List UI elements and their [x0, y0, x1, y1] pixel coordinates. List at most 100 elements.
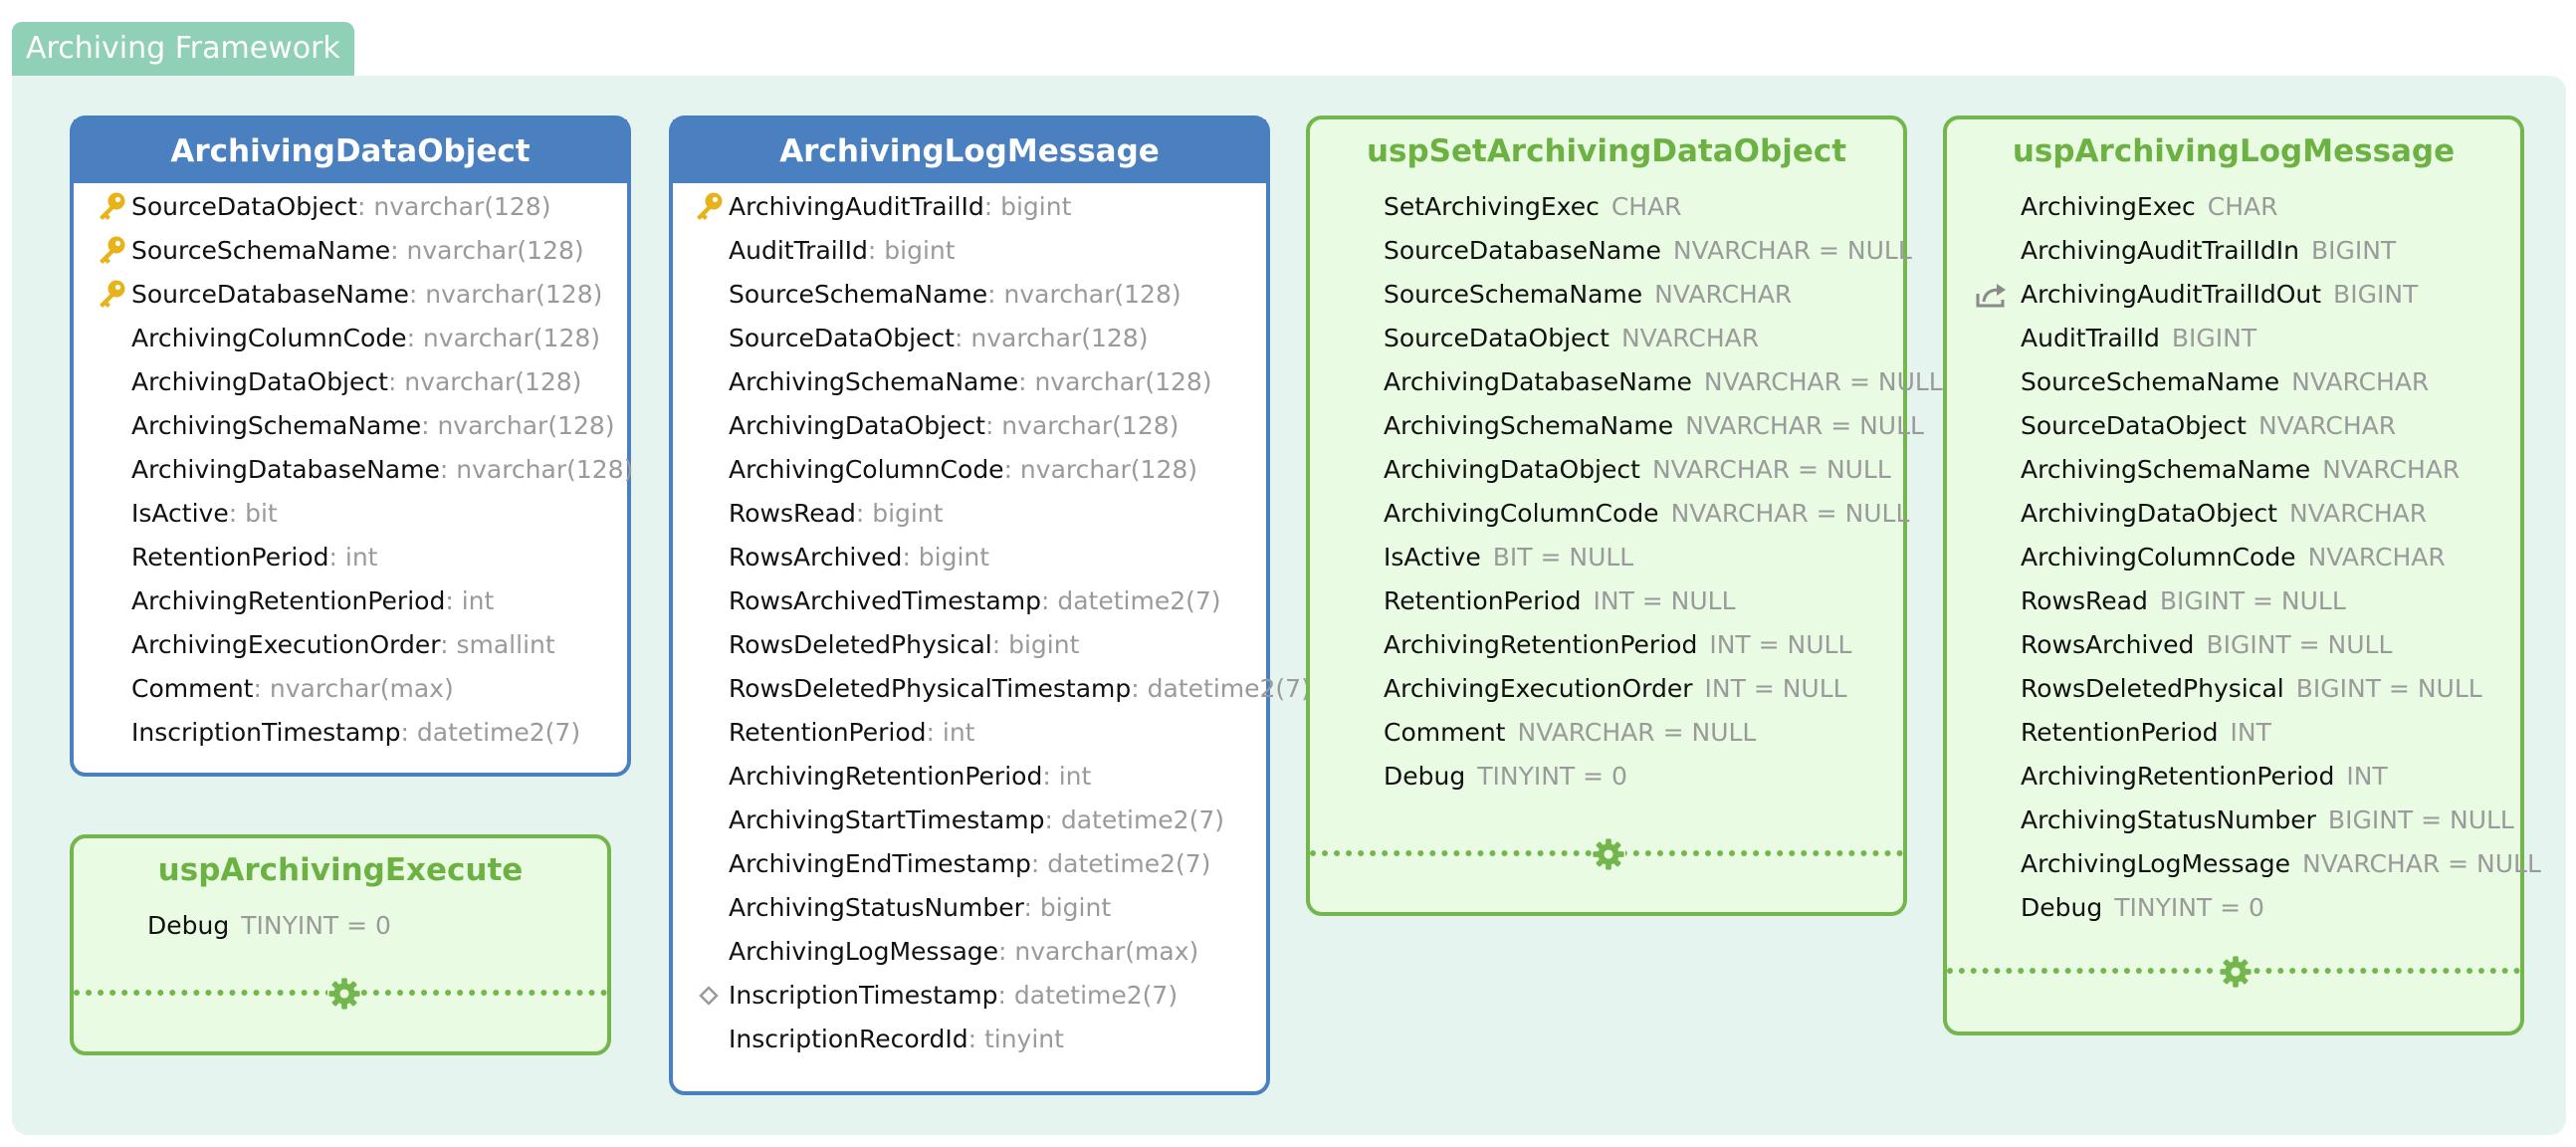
field-name: AuditTrailId	[729, 236, 868, 265]
field-row[interactable]: Comment NVARCHAR = NULL	[1310, 711, 1903, 755]
field-row[interactable]: RowsRead: bigint	[673, 492, 1266, 536]
field-row[interactable]: ArchivingRetentionPeriod: int	[673, 755, 1266, 799]
field-row[interactable]: SourceSchemaName NVARCHAR	[1947, 360, 2520, 404]
gear-icon	[327, 977, 361, 1011]
field-type: : datetime2(7)	[1030, 849, 1211, 878]
field-row[interactable]: ArchivingSchemaName NVARCHAR = NULL	[1310, 404, 1924, 448]
field-row[interactable]: SourceDataObject: nvarchar(128)	[74, 185, 627, 229]
field-row[interactable]: ArchivingColumnCode: nvarchar(128)	[74, 317, 627, 360]
field-type: NVARCHAR = NULL	[1685, 411, 1924, 440]
field-type: : nvarchar(max)	[998, 937, 1199, 966]
field-name: ArchivingColumnCode	[2021, 543, 2296, 572]
field-row[interactable]: RowsArchivedTimestamp: datetime2(7)	[673, 579, 1266, 623]
field-row[interactable]: ArchivingDatabaseName: nvarchar(128)	[74, 448, 633, 492]
field-row[interactable]: ArchivingSchemaName: nvarchar(128)	[74, 404, 627, 448]
field-row[interactable]: ArchivingDataObject: nvarchar(128)	[673, 404, 1266, 448]
field-row[interactable]: ArchivingStartTimestamp: datetime2(7)	[673, 799, 1266, 842]
field-name: ArchivingSchemaName	[2021, 455, 2311, 484]
field-type: NVARCHAR = NULL	[1517, 718, 1757, 747]
field-name: InscriptionTimestamp	[729, 981, 998, 1010]
field-row[interactable]: Comment: nvarchar(max)	[74, 667, 627, 711]
field-name: ArchivingDatabaseName	[1384, 367, 1692, 396]
table-archivinglogmessage[interactable]: ArchivingLogMessage ArchivingAuditTrailI…	[669, 115, 1311, 1095]
procedure-uspsetarchivingdataobject[interactable]: uspSetArchivingDataObject SetArchivingEx…	[1306, 115, 1943, 916]
field-row[interactable]: ArchivingExecutionOrder: smallint	[74, 623, 627, 667]
field-row[interactable]: ArchivingDataObject: nvarchar(128)	[74, 360, 627, 404]
field-type: INT = NULL	[1704, 674, 1847, 703]
field-name: ArchivingSchemaName	[729, 367, 1019, 396]
field-row[interactable]: RowsArchived: bigint	[673, 536, 1266, 579]
field-row[interactable]: ArchivingEndTimestamp: datetime2(7)	[673, 842, 1266, 886]
field-row[interactable]: InscriptionTimestamp: datetime2(7)	[74, 711, 627, 755]
table-archivingdataobject[interactable]: ArchivingDataObject SourceDataObject: nv…	[70, 115, 633, 777]
field-name: AuditTrailId	[2021, 324, 2160, 352]
field-name: SourceSchemaName	[131, 236, 391, 265]
field-name: ArchivingSchemaName	[1384, 411, 1674, 440]
field-row[interactable]: SourceSchemaName: nvarchar(128)	[673, 273, 1266, 317]
field-row[interactable]: ArchivingLogMessage: nvarchar(max)	[673, 930, 1266, 974]
field-name: SourceSchemaName	[2021, 367, 2280, 396]
field-row[interactable]: SourceDataObject: nvarchar(128)	[673, 317, 1266, 360]
field-row[interactable]: ArchivingColumnCode: nvarchar(128)	[673, 448, 1266, 492]
field-name: SourceDatabaseName	[1384, 236, 1661, 265]
field-row[interactable]: AuditTrailId: bigint	[673, 229, 1266, 273]
field-type: NVARCHAR	[2257, 411, 2397, 440]
field-name: ArchivingColumnCode	[729, 455, 1004, 484]
field-name: Comment	[1384, 718, 1506, 747]
field-row[interactable]: RetentionPeriod: int	[74, 536, 627, 579]
field-type: NVARCHAR	[2322, 455, 2461, 484]
field-row[interactable]: InscriptionRecordId: tinyint	[673, 1018, 1266, 1061]
field-type: NVARCHAR	[2291, 367, 2430, 396]
field-row[interactable]: InscriptionTimestamp: datetime2(7)	[673, 974, 1266, 1018]
field-name: RetentionPeriod	[131, 543, 329, 572]
field-type: : nvarchar(128)	[987, 280, 1181, 309]
field-row[interactable]: SourceSchemaName: nvarchar(128)	[74, 229, 627, 273]
field-row[interactable]: ArchivingRetentionPeriod: int	[74, 579, 627, 623]
field-row[interactable]: ArchivingAuditTrailId: bigint	[673, 185, 1266, 229]
field-type: : smallint	[440, 630, 555, 659]
field-row[interactable]: ArchivingSchemaName NVARCHAR	[1947, 448, 2520, 492]
field-name: SourceDataObject	[729, 324, 955, 352]
field-type: INT	[2230, 718, 2271, 747]
field-row[interactable]: RetentionPeriod: int	[673, 711, 1266, 755]
field-row[interactable]: RowsDeletedPhysicalTimestamp: datetime2(…	[673, 667, 1311, 711]
field-row[interactable]: IsActive: bit	[74, 492, 627, 536]
field-row[interactable]: ArchivingSchemaName: nvarchar(128)	[673, 360, 1266, 404]
field-row[interactable]: SourceDatabaseName: nvarchar(128)	[74, 273, 627, 317]
field-row[interactable]: ArchivingStatusNumber: bigint	[673, 886, 1266, 930]
field-name: ArchivingColumnCode	[131, 324, 407, 352]
field-name: ArchivingDataObject	[729, 411, 985, 440]
field-row[interactable]: RowsDeletedPhysical: bigint	[673, 623, 1266, 667]
field-type: : int	[445, 586, 495, 615]
